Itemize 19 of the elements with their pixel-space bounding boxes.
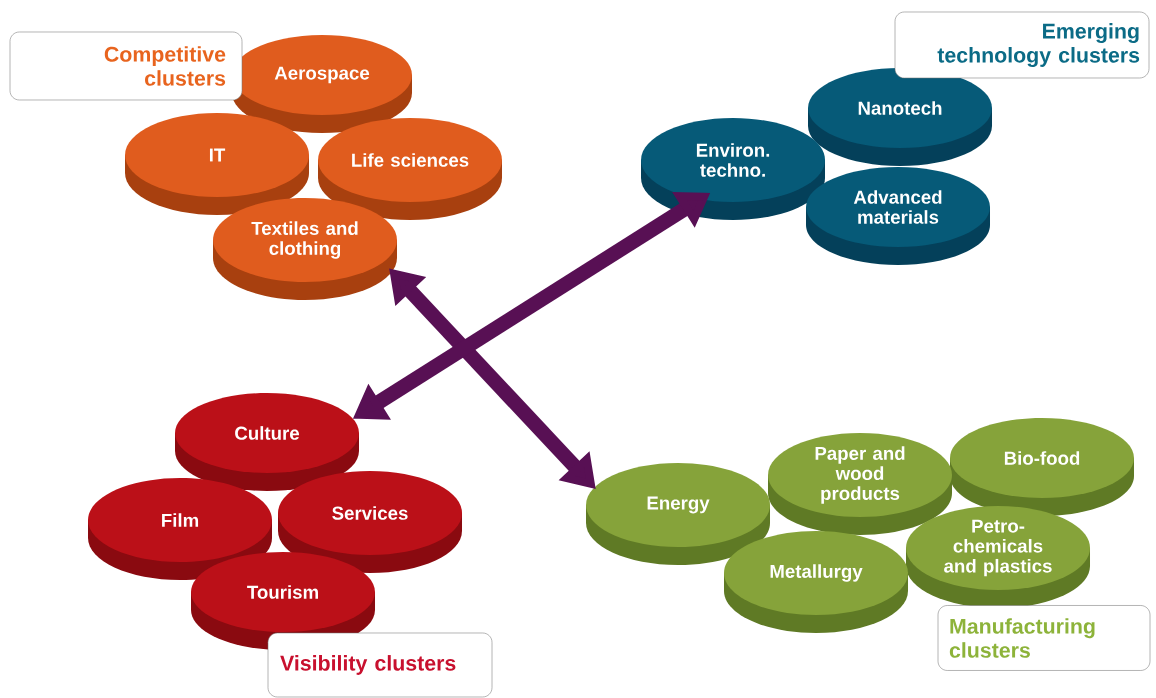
disc: Advanced materials [806, 167, 990, 265]
disc: Environ. techno. [641, 118, 825, 220]
disc: Petro-chemicals and plastics [906, 506, 1090, 608]
disc: Paper and wood products [768, 433, 952, 535]
disc: Film [88, 478, 272, 580]
node-label: Aerospace [274, 66, 370, 84]
disc: Textiles and clothing [213, 198, 397, 300]
disc: IT [125, 113, 309, 215]
cluster-label: Emerging technology clusters [894, 11, 1150, 79]
disc: Metallurgy [724, 531, 908, 633]
cluster-label: Visibility clusters [267, 632, 493, 698]
disc: Bio-food [950, 418, 1134, 516]
cluster-label: Competitive clusters [9, 31, 243, 101]
disc: Energy [586, 463, 770, 565]
disc: Life sciences [318, 118, 502, 220]
disc: Culture [175, 393, 359, 491]
disc: Services [278, 471, 462, 573]
cluster-label: Manufacturing clusters [937, 605, 1151, 671]
disc: Nanotech [808, 68, 992, 166]
